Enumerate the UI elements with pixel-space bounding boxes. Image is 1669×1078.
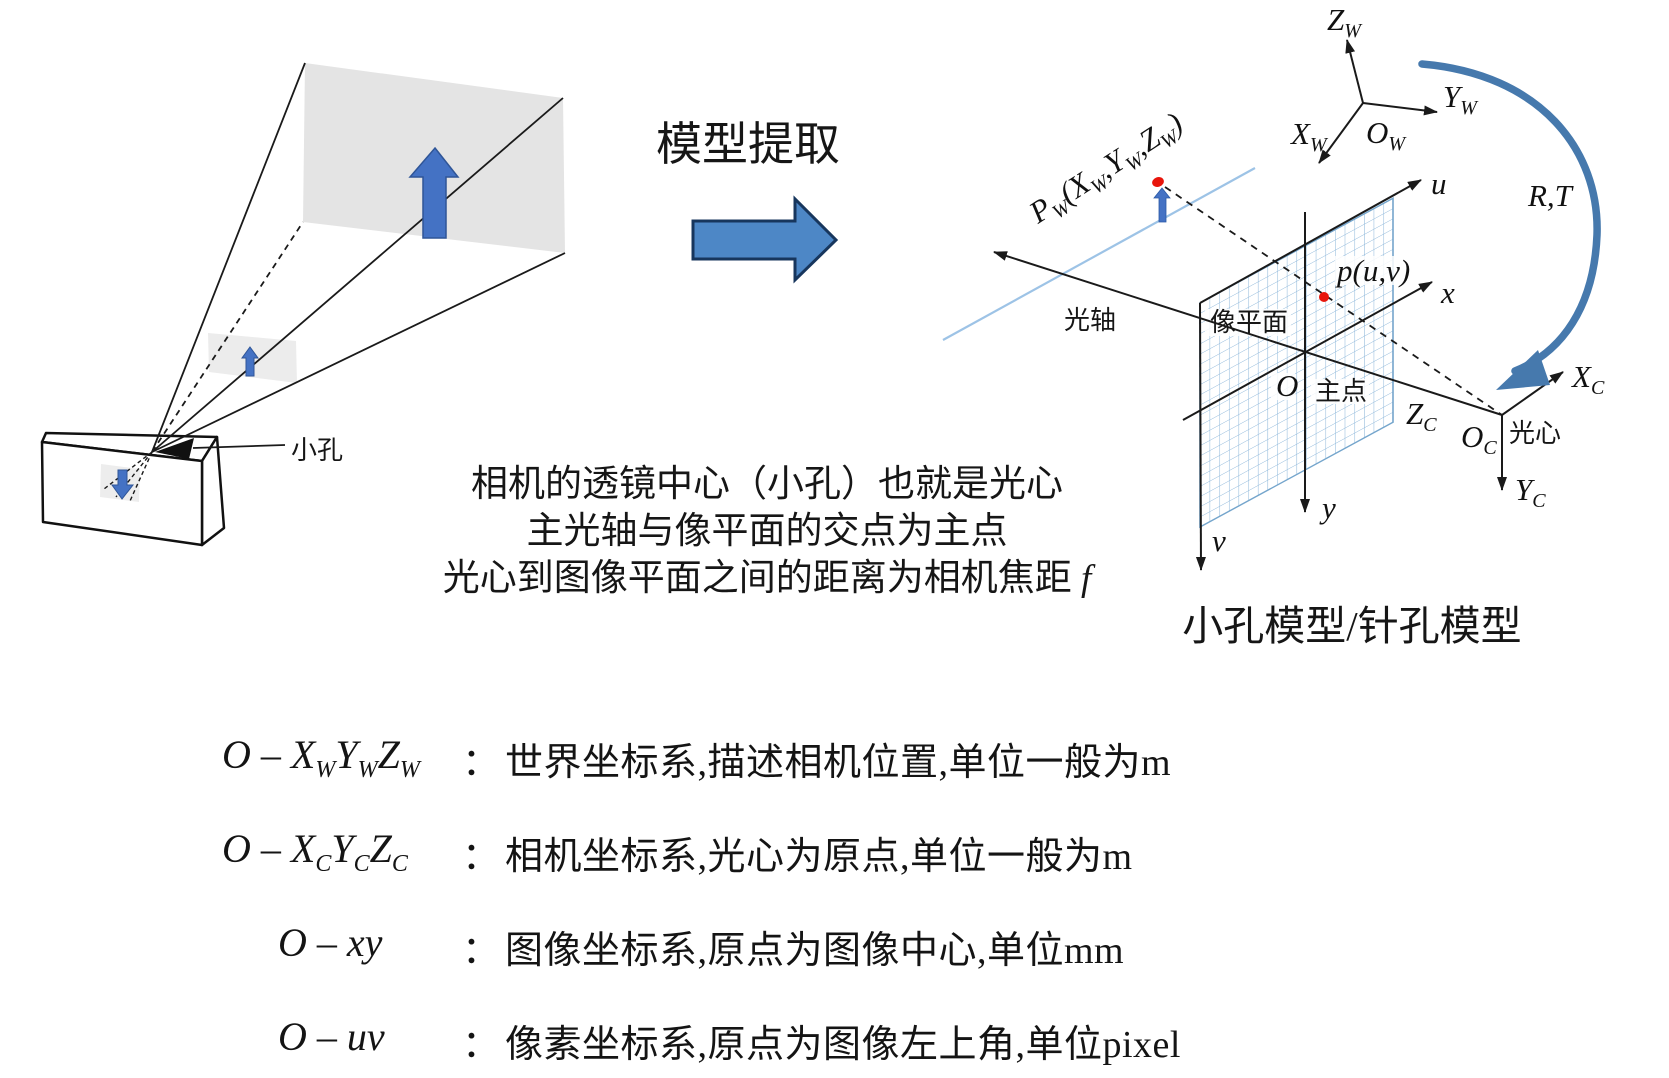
p-point-label: p(u,v)	[1335, 253, 1410, 288]
pw-point-arrow	[1153, 187, 1171, 223]
explanation-line-1: 相机的透镜中心（小孔）也就是光心	[471, 463, 1063, 505]
pw-point	[1152, 177, 1164, 187]
coord-label-camera: O – XCYCZC	[222, 826, 408, 877]
image-plane-grid	[1199, 196, 1394, 529]
u-axis-label: u	[1431, 166, 1447, 201]
coord-colon: ：	[462, 742, 501, 784]
interior-dashed-rays	[103, 451, 153, 502]
xc-axis	[1501, 371, 1564, 416]
u-axis	[1199, 179, 1422, 304]
x-axis-label: x	[1440, 275, 1455, 310]
optical-axis-label: 光轴	[1064, 306, 1116, 335]
explanation-line-2: 主光轴与像平面的交点为主点	[527, 510, 1008, 552]
zc-axis-label: ZC	[1406, 396, 1437, 436]
coord-colon: ：	[462, 930, 501, 972]
pinhole-label: 小孔	[291, 436, 343, 465]
coord-label-pixel: O – uv	[278, 1014, 385, 1059]
projection-ray-dashed	[151, 221, 304, 453]
transform-group: 模型提取	[656, 119, 840, 284]
coord-line-world: O – XWYWZW ： 世界坐标系,描述相机位置,单位一般为m	[0, 731, 1669, 789]
coord-line-camera: O – XCYCZC ： 相机坐标系,光心为原点,单位一般为m	[0, 825, 1669, 883]
coord-colon: ：	[462, 836, 501, 878]
coord-line-pixel: O – uv ： 像素坐标系,原点为图像左上角,单位pixel	[0, 1013, 1669, 1071]
coord-line-image: O – xy ： 图像坐标系,原点为图像中心,单位mm	[0, 919, 1669, 977]
pinhole-camera-group: 小孔	[40, 62, 566, 547]
optical-axis-line	[993, 251, 1503, 416]
coord-desc-camera: 相机坐标系,光心为原点,单位一般为m	[505, 836, 1133, 878]
explanation-line-3: 光心到图像平面之间的距离为相机焦距 f	[443, 557, 1096, 599]
coord-desc-world: 世界坐标系,描述相机位置,单位一般为m	[505, 742, 1172, 784]
world-plane-line	[942, 167, 1256, 341]
xc-axis-label: XC	[1570, 359, 1605, 399]
rt-label: R,T	[1527, 178, 1575, 213]
principal-point-label: 主点	[1315, 377, 1367, 406]
projection-ray-lower-right	[151, 252, 566, 453]
xw-axis-label: XW	[1289, 116, 1329, 156]
coord-desc-image: 图像坐标系,原点为图像中心,单位mm	[505, 930, 1125, 972]
yw-axis-label: YW	[1443, 79, 1479, 119]
v-axis-label: v	[1212, 523, 1226, 558]
p-point	[1319, 292, 1329, 302]
model-caption: 小孔模型/针孔模型	[1182, 603, 1521, 649]
projection-ray-top	[151, 62, 306, 453]
rotation-arc	[1418, 60, 1601, 375]
object-arrow	[408, 146, 460, 239]
projection-dashed-line	[1164, 186, 1503, 416]
label-halos	[1205, 256, 1427, 404]
origin-label: O	[1276, 368, 1298, 403]
projection-ray-upper-right	[151, 97, 564, 453]
model-diagram-group: 光轴 像平面 主点 光心 ZW YW XW OW R,T PW(XW,YW,ZW…	[942, 2, 1605, 649]
image-plane-label: 像平面	[1210, 308, 1288, 337]
optical-center-label: 光心	[1509, 419, 1561, 448]
world-axis-x	[1318, 102, 1364, 164]
transform-arrow	[691, 195, 839, 284]
explanation-text: 相机的透镜中心（小孔）也就是光心 主光轴与像平面的交点为主点 光心到图像平面之间…	[443, 463, 1096, 599]
y-axis-label: y	[1319, 490, 1336, 525]
pinhole-arrowhead	[155, 438, 194, 459]
zw-axis-label: ZW	[1327, 2, 1363, 42]
coord-label-world: O – XWYWZW	[222, 732, 420, 783]
transform-title: 模型提取	[656, 119, 840, 170]
pinhole-leader-line	[192, 444, 286, 449]
diagram-canvas: 小孔 模型提取 相机的透镜中心（小孔）也就是光心 主光轴与像平面的交点为主点 光…	[40, 2, 1605, 649]
world-axis-z	[1345, 39, 1364, 104]
rotation-arc-arrowhead	[1496, 350, 1550, 390]
world-axis-y	[1362, 102, 1438, 116]
inverted-image-arrow	[111, 469, 135, 500]
oc-origin-label: OC	[1461, 419, 1497, 459]
coord-label-image: O – xy	[278, 920, 383, 965]
v-axis	[1195, 302, 1206, 571]
x-axis	[1182, 281, 1433, 421]
ow-origin-label: OW	[1366, 115, 1407, 155]
coord-desc-pixel: 像素坐标系,原点为图像左上角,单位pixel	[505, 1024, 1181, 1066]
mid-arrow	[241, 346, 259, 377]
yc-axis-label: YC	[1515, 472, 1546, 512]
coord-colon: ：	[462, 1024, 501, 1066]
